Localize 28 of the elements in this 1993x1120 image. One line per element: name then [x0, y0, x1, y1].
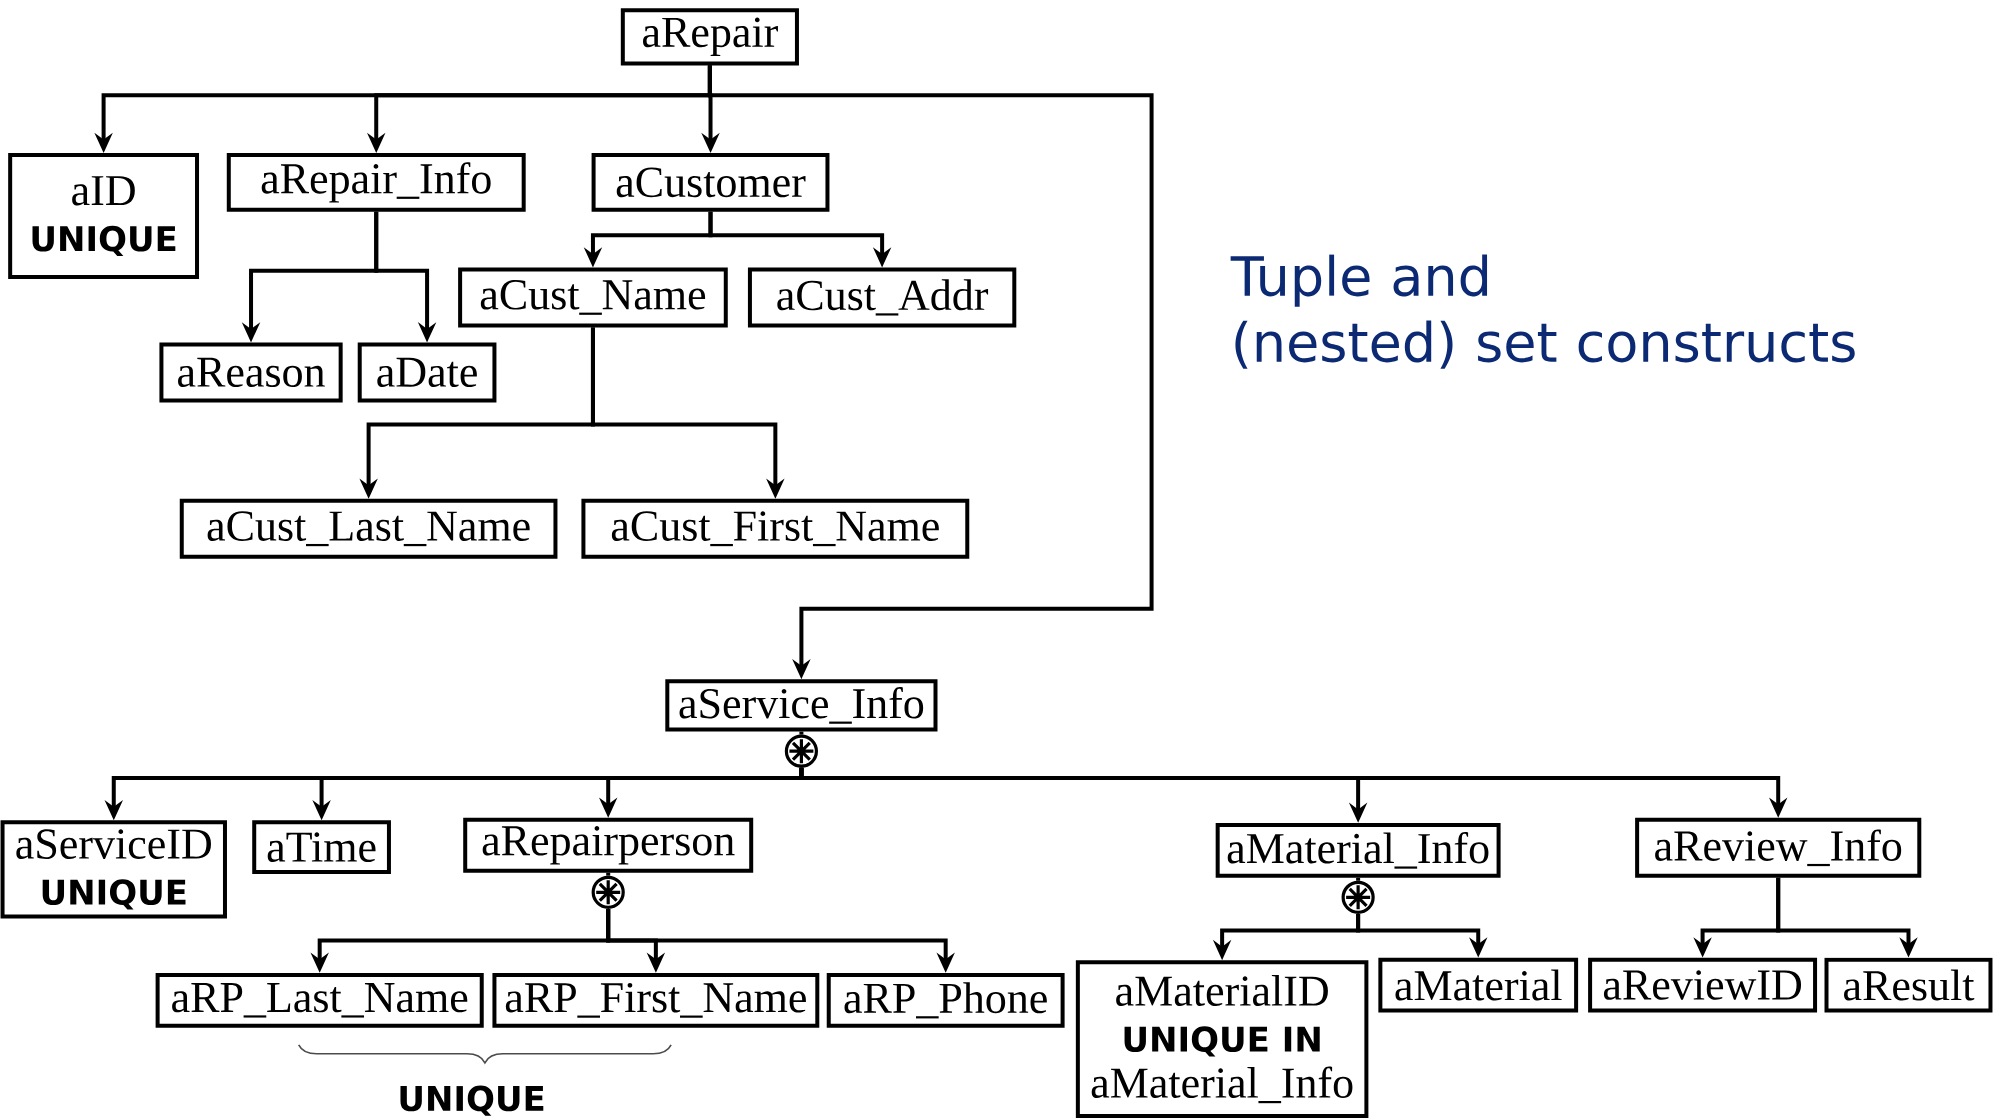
set-symbol [784, 734, 818, 768]
title: Tuple and (nested) set constructs [1230, 254, 1855, 369]
attribute-box: aCustomer [591, 153, 830, 212]
attribute-box: aCust_Name [458, 267, 728, 328]
set-symbol [591, 875, 625, 909]
attribute-box: aID UNIQUE [8, 153, 199, 280]
attribute-box: aRP_Phone [826, 973, 1065, 1028]
attribute-box: aMaterial_Info [1215, 823, 1501, 878]
attribute-box: aService_Info [665, 679, 938, 732]
attribute-box: aTime [252, 820, 391, 875]
attribute-box: aRP_First_Name [492, 973, 820, 1028]
attribute-box: aDate [357, 342, 497, 403]
attribute-box: aReviewID [1588, 957, 1818, 1013]
attribute-box: aCust_Addr [747, 267, 1017, 328]
attribute-box: aMaterialID UNIQUE IN aMaterial_Info [1075, 960, 1369, 1119]
attribute-box: aReview_Info [1635, 817, 1922, 878]
attribute-box: aRP_Last_Name [155, 973, 484, 1028]
attribute-box: aCust_First_Name [581, 498, 970, 559]
attribute-box: aResult [1824, 957, 1993, 1013]
brace-label: UNIQUE [400, 1085, 544, 1116]
set-symbol [1341, 880, 1375, 915]
attribute-box: aRepair [620, 8, 799, 66]
attribute-box: aRepairperson [463, 817, 754, 873]
attribute-box: aCust_Last_Name [179, 498, 558, 559]
attribute-box: aMaterial [1378, 957, 1579, 1013]
attribute-box: aServiceID UNIQUE [0, 820, 227, 919]
attribute-box: aReason [159, 342, 343, 403]
attribute-box: aRepair_Info [226, 153, 526, 212]
